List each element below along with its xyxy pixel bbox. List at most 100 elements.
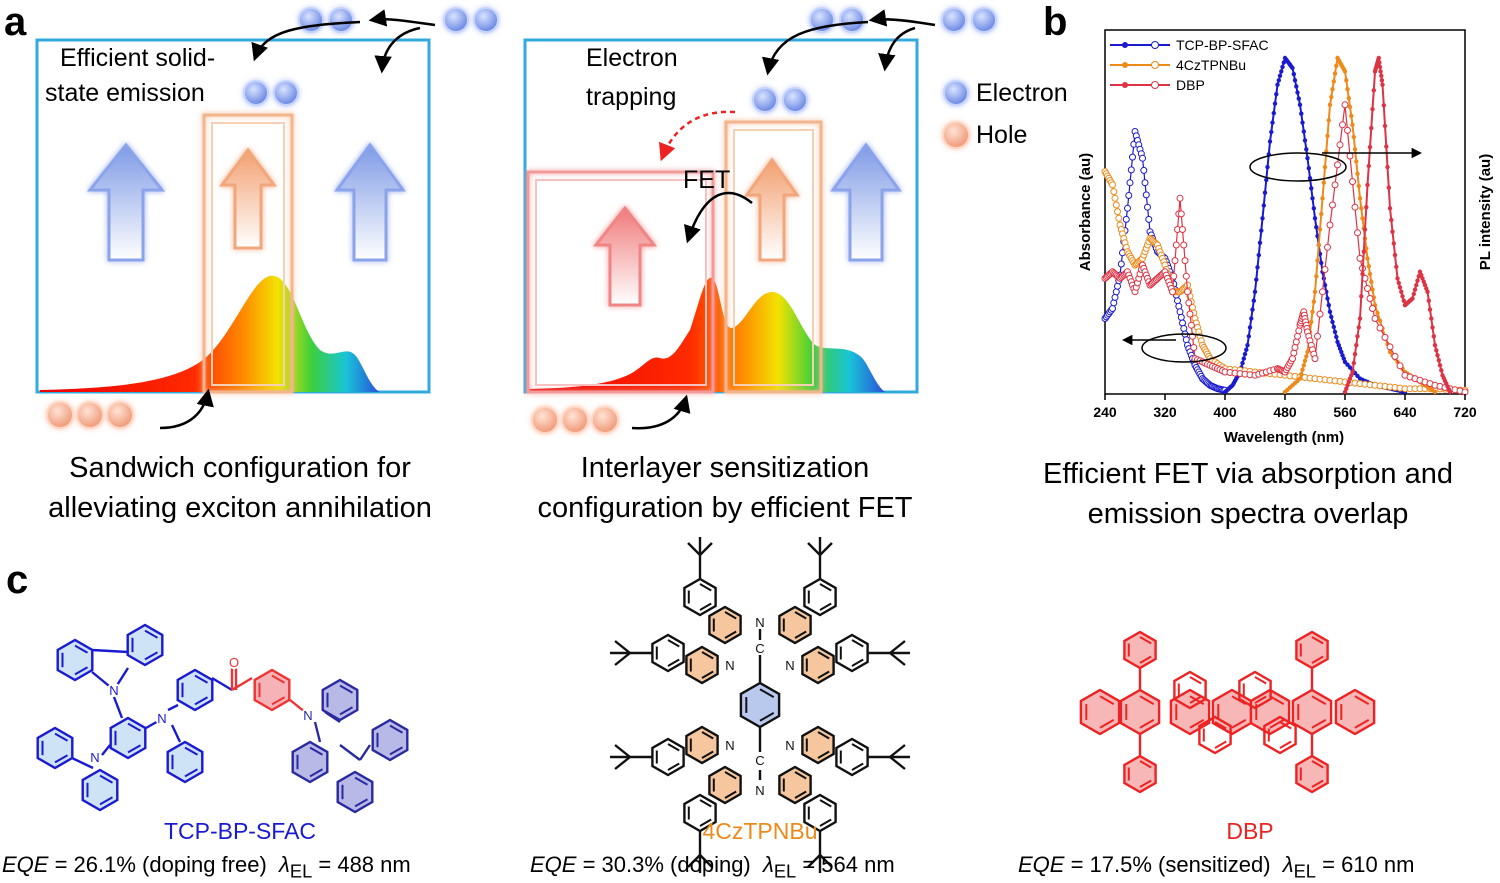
data-point [1176, 308, 1184, 316]
double-bond [194, 674, 208, 684]
data-point [1377, 64, 1383, 70]
data-point [1290, 65, 1295, 71]
data-point [1145, 215, 1153, 223]
atom-background [753, 783, 767, 797]
data-point [1279, 69, 1284, 74]
scheme-legend: Electron Hole [943, 79, 1068, 149]
data-point [1299, 372, 1304, 377]
hole-injection-arrow [159, 388, 214, 430]
panel-label-a: a [4, 0, 27, 44]
emission-spectrum-shape [40, 275, 380, 392]
data-point [1410, 296, 1415, 301]
double-bond [389, 746, 403, 756]
data-point [1297, 376, 1303, 381]
data-point [1251, 298, 1257, 303]
scheme-sandwich: Efficient solid- state emission [35, 8, 498, 430]
double-bond [74, 666, 88, 676]
data-point [1412, 287, 1418, 292]
data-point [1385, 164, 1390, 170]
data-point [1352, 147, 1358, 152]
data-point [1346, 95, 1352, 101]
data-point [1305, 156, 1310, 161]
data-point [1179, 226, 1186, 233]
data-point [1257, 240, 1263, 245]
data-point [1174, 297, 1181, 305]
data-point [1294, 84, 1299, 89]
data-point [1339, 121, 1346, 129]
electron-particle [274, 81, 298, 105]
atom-background [227, 655, 241, 669]
lambda-subscript: EL [773, 860, 797, 882]
data-point [1396, 362, 1404, 370]
data-point [1275, 82, 1280, 87]
data-point [1369, 279, 1374, 284]
data-point [1326, 303, 1332, 308]
aromatic-ring [1238, 670, 1272, 710]
aromatic-ring [651, 737, 685, 777]
data-point [1411, 291, 1417, 297]
hole-particle [592, 407, 618, 433]
legend-electron-icon [944, 81, 968, 105]
data-point [1366, 163, 1372, 169]
x-tick-label: 560 [1333, 404, 1357, 420]
atom-background [155, 711, 169, 725]
data-point [1432, 343, 1438, 348]
double-bond [724, 630, 737, 639]
data-point [1296, 96, 1302, 101]
x-tick-label: 400 [1213, 404, 1237, 420]
double-bond [701, 731, 714, 740]
double-bond [851, 658, 864, 667]
double-bond [819, 583, 832, 592]
data-point [1241, 356, 1247, 361]
electron-flow-arrow [830, 142, 902, 262]
double-bond [1269, 719, 1285, 729]
data-point [1329, 94, 1334, 100]
data-point [1396, 280, 1402, 286]
double-bond [1231, 719, 1247, 729]
data-point [1356, 254, 1364, 262]
data-point [1370, 107, 1375, 112]
data-point [1347, 365, 1353, 370]
data-point [1314, 225, 1319, 230]
bond [91, 648, 129, 654]
data-point [1344, 78, 1349, 83]
bond [687, 854, 701, 868]
fet-label: FET [683, 166, 730, 194]
data-point [1419, 272, 1424, 278]
data-point [1176, 194, 1184, 202]
data-point [1259, 228, 1264, 233]
data-point [1329, 201, 1336, 209]
data-point [1364, 246, 1369, 251]
double-bond [144, 629, 158, 639]
data-point [1322, 164, 1328, 170]
bond [313, 721, 322, 743]
double-bond [1139, 779, 1152, 788]
double-bond [817, 750, 830, 759]
data-point [1435, 353, 1440, 358]
legend-marker [1122, 42, 1128, 48]
double-bond [127, 744, 141, 754]
data-point [1366, 264, 1372, 269]
data-point [1329, 314, 1334, 320]
data-point [1346, 152, 1354, 160]
data-point [1261, 203, 1267, 208]
data-point [1386, 343, 1394, 351]
data-point [1141, 179, 1149, 187]
abs-guide-ellipse [1141, 333, 1227, 363]
double-bond [667, 658, 680, 667]
data-point [1339, 349, 1344, 355]
emitter-layer-inner [211, 122, 285, 386]
double-bond [667, 743, 680, 752]
atom-background [783, 738, 797, 752]
data-point [1334, 161, 1341, 169]
data-point [1262, 190, 1268, 195]
data-point [1340, 353, 1345, 358]
data-point [1306, 166, 1312, 171]
bond [614, 744, 631, 758]
data-point [1300, 367, 1305, 372]
y-axis-left-label: Absorbance (au) [1077, 153, 1094, 271]
data-point [1366, 295, 1374, 302]
data-point [1381, 333, 1389, 341]
data-point [1395, 276, 1400, 281]
